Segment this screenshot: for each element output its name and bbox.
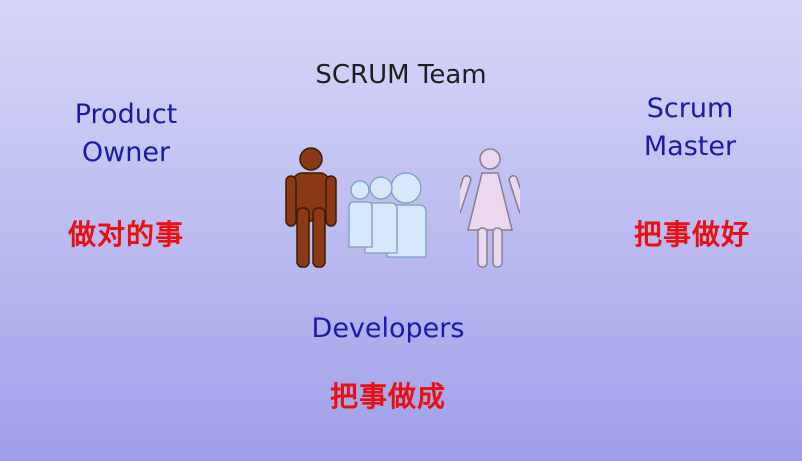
scrum-master-motto: 把事做好	[633, 218, 750, 251]
developers-motto: 把事做成	[329, 380, 446, 413]
people-group-icon	[348, 172, 427, 258]
team-title: SCRUM Team	[315, 60, 487, 90]
scrum-master-title: Scrum Master	[600, 90, 780, 166]
scrum-master-line1: Scrum	[646, 93, 734, 124]
product-owner-line1: Product	[74, 99, 178, 130]
man-icon	[285, 147, 337, 268]
product-owner-motto: 做对的事	[67, 218, 184, 251]
product-owner-title: Product Owner	[36, 96, 216, 172]
product-owner-line2: Owner	[81, 137, 171, 168]
developers-title: Developers	[311, 313, 465, 344]
woman-icon	[460, 148, 520, 268]
scrum-master-line2: Master	[643, 131, 737, 162]
